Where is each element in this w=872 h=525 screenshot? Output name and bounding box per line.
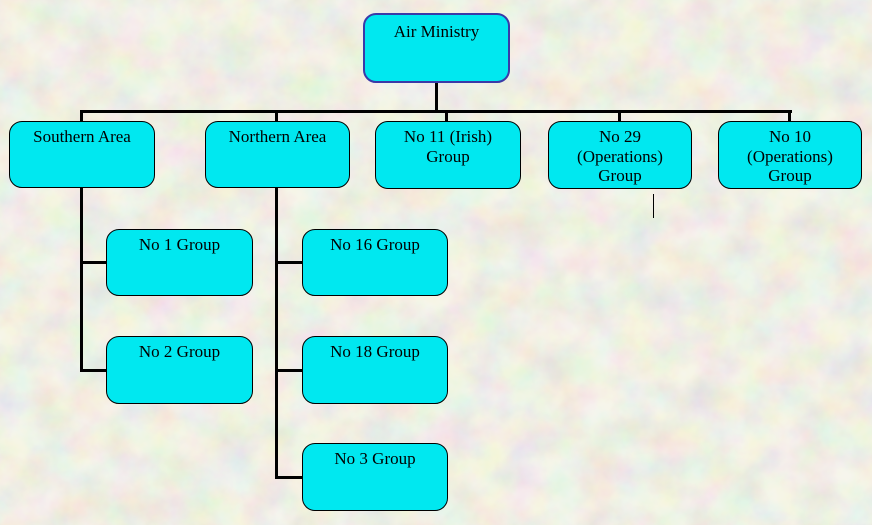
- org-node-no-18-group: No 18 Group: [302, 336, 448, 404]
- org-node-no-2-group: No 2 Group: [106, 336, 253, 404]
- connector-stub-southern: [80, 110, 83, 123]
- org-node-label: No 11 (Irish) Group: [403, 127, 493, 166]
- org-node-label: No 3 Group: [334, 449, 416, 468]
- connector-stub-no-1: [80, 261, 109, 264]
- connector-stub-no-11: [445, 110, 448, 123]
- org-node-no-16-group: No 16 Group: [302, 229, 448, 296]
- org-node-label: Southern Area: [33, 127, 131, 146]
- connector-northern-trunk: [275, 188, 278, 479]
- connector-stub-no-2: [80, 369, 109, 372]
- connector-southern-trunk: [80, 188, 83, 372]
- org-node-label: Air Ministry: [393, 22, 480, 41]
- connector-stub-no-18: [275, 369, 303, 372]
- connector-root-drop: [435, 83, 438, 113]
- connector-stub-no-3: [275, 476, 303, 479]
- org-node-label: No 10 (Operations) Group: [747, 127, 833, 186]
- org-node-air-ministry: Air Ministry: [363, 13, 510, 83]
- connector-stub-no-16: [275, 261, 303, 264]
- connector-stub-no-10: [788, 110, 791, 123]
- org-node-no-29-operations-group: No 29 (Operations) Group: [548, 121, 692, 189]
- org-node-label: No 16 Group: [330, 235, 420, 254]
- org-node-label: No 29 (Operations) Group: [577, 127, 663, 186]
- stray-line-below-no-29: [653, 194, 654, 218]
- org-node-northern-area: Northern Area: [205, 121, 350, 188]
- org-node-label: No 18 Group: [330, 342, 420, 361]
- org-node-no-10-operations-group: No 10 (Operations) Group: [718, 121, 862, 189]
- org-node-label: Northern Area: [228, 127, 327, 146]
- connector-stub-no-29: [618, 110, 621, 123]
- org-node-southern-area: Southern Area: [9, 121, 155, 188]
- org-node-label: No 2 Group: [138, 342, 221, 361]
- org-node-no-3-group: No 3 Group: [302, 443, 448, 511]
- connector-stub-northern: [275, 110, 278, 123]
- org-node-label: No 1 Group: [138, 235, 221, 254]
- org-node-no-1-group: No 1 Group: [106, 229, 253, 296]
- connector-level1-bus: [80, 110, 792, 113]
- org-node-no-11-irish-group: No 11 (Irish) Group: [375, 121, 521, 189]
